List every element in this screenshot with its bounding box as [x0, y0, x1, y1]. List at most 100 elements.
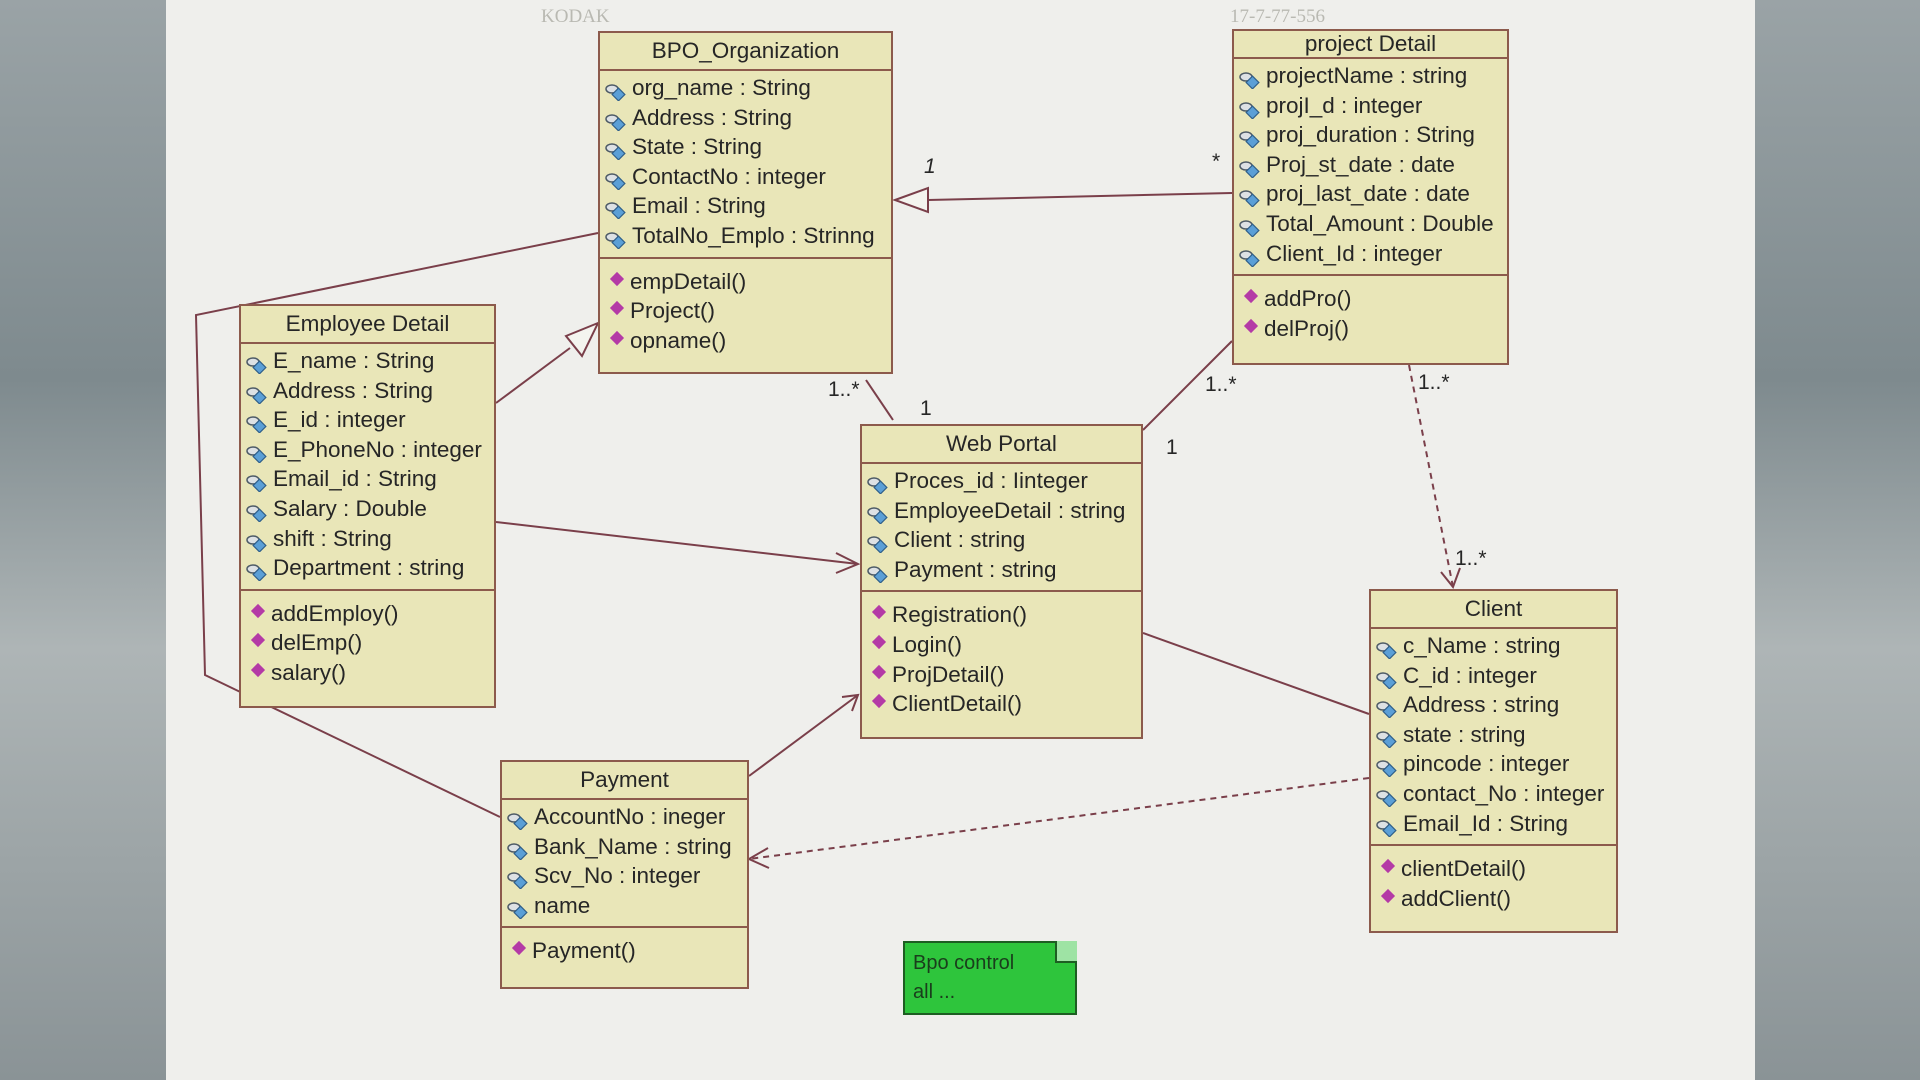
attribute-text: Proj_st_date : date [1266, 151, 1455, 177]
attribute-icon [246, 382, 268, 405]
operation-row: opname() [600, 326, 891, 356]
operation-list: clientDetail() addClient() [1371, 846, 1616, 917]
attribute-row: org_name : String [600, 73, 891, 103]
attribute-row: State : String [600, 132, 891, 162]
note-line-2: all ... [913, 981, 956, 1003]
operation-list: addPro() delProj() [1234, 276, 1507, 347]
attribute-row: shift : String [241, 524, 494, 554]
multiplicity-project-web-project-end: 1..* [1205, 373, 1237, 396]
operation-list: Registration() Login() ProjDetail() Clie… [862, 592, 1141, 722]
attribute-row: Payment : string [862, 555, 1141, 585]
attribute-icon [507, 897, 529, 920]
note-line-1: Bpo control [913, 952, 1015, 974]
operation-icon [1243, 289, 1259, 304]
attribute-icon [605, 168, 627, 191]
operation-row: delProj() [1234, 314, 1507, 344]
attribute-icon [1239, 185, 1261, 209]
attribute-icon [605, 79, 627, 102]
attribute-icon [867, 502, 889, 525]
line-employee-webportal [495, 521, 859, 565]
attribute-icon [246, 352, 268, 375]
attribute-text: State : String [632, 134, 763, 160]
right-blurred-background [1755, 0, 1920, 1080]
attribute-icon [1239, 215, 1261, 238]
attribute-icon [246, 530, 268, 553]
attribute-row: projectName : string [1234, 61, 1507, 91]
attribute-row: Bank_Name : string [502, 832, 747, 862]
attribute-text: Client_Id : integer [1266, 240, 1443, 266]
operation-row: Login() [862, 630, 1141, 660]
attribute-text: org_name : String [632, 75, 811, 100]
class-client[interactable]: Client c_Name : string C_id : integer Ad… [1369, 589, 1618, 933]
operation-icon [511, 941, 527, 956]
attribute-icon [246, 559, 268, 582]
attribute-icon [1376, 637, 1398, 660]
left-blurred-background [0, 0, 166, 1080]
attribute-icon [605, 138, 627, 161]
attribute-text: TotalNo_Emplo : Strinng [632, 222, 875, 248]
attribute-list: Proces_id : Iinteger EmployeeDetail : st… [862, 464, 1141, 593]
attribute-row: proj_duration : String [1234, 120, 1507, 150]
operation-text: Registration() [892, 602, 1028, 628]
attribute-icon [1376, 755, 1398, 779]
attribute-text: Proces_id : Iinteger [894, 468, 1088, 493]
class-employee-detail[interactable]: Employee Detail E_name : String Address … [239, 304, 496, 708]
attribute-text: E_PhoneNo : integer [273, 436, 482, 462]
attribute-row: state : string [1371, 720, 1616, 750]
attribute-row: Proces_id : Iinteger [862, 466, 1141, 496]
arrowhead-employee-webportal [835, 552, 861, 574]
attribute-icon [507, 808, 529, 831]
attribute-icon [1376, 726, 1398, 749]
attribute-list: AccountNo : ineger Bank_Name : string Sc… [502, 800, 747, 929]
line-bpo-webportal [865, 379, 894, 421]
line-client-payment [748, 777, 1370, 860]
attribute-row: Scv_No : integer [502, 861, 747, 891]
operation-text: addClient() [1401, 885, 1512, 911]
operation-icon [871, 634, 887, 650]
attribute-text: Client : string [894, 527, 1026, 553]
class-bpo-organization[interactable]: BPO_Organization org_name : String Addre… [598, 31, 893, 374]
class-web-portal[interactable]: Web Portal Proces_id : Iinteger Employee… [860, 424, 1143, 739]
attribute-icon [867, 472, 889, 495]
attribute-icon [1376, 815, 1398, 838]
operation-icon [609, 271, 625, 286]
attribute-row: Email_id : String [241, 464, 494, 494]
attribute-text: EmployeeDetail : string [894, 497, 1126, 523]
operation-text: delProj() [1264, 315, 1350, 341]
operation-text: empDetail() [630, 268, 747, 294]
arrowhead-client-payment [746, 847, 770, 869]
operation-row: addClient() [1371, 884, 1616, 914]
attribute-text: Total_Amount : Double [1266, 210, 1494, 236]
line-payment-bpo [194, 232, 599, 818]
attribute-text: Address : String [273, 377, 434, 403]
note-box[interactable]: Bpo control all ... [903, 941, 1077, 1015]
attribute-row: E_name : String [241, 346, 494, 376]
attribute-row: Client_Id : integer [1234, 239, 1507, 269]
operation-row: Registration() [862, 600, 1141, 630]
attribute-row: Client : string [862, 525, 1141, 555]
attribute-text: C_id : integer [1403, 662, 1537, 688]
operation-icon [1380, 888, 1396, 903]
operation-icon [250, 603, 266, 618]
attribute-text: Email : String [632, 193, 766, 219]
attribute-text: proj_last_date : date [1266, 181, 1470, 207]
operation-text: ClientDetail() [892, 691, 1023, 717]
class-project-detail[interactable]: project Detail projectName : string proj… [1232, 29, 1509, 365]
attribute-icon [1376, 785, 1398, 808]
operation-row: empDetail() [600, 267, 891, 297]
attribute-text: pincode : integer [1403, 751, 1570, 777]
attribute-text: name [534, 892, 591, 918]
class-payment[interactable]: Payment AccountNo : ineger Bank_Name : s… [500, 760, 749, 989]
operation-row: Project() [600, 296, 891, 326]
note-corner-fold [1055, 941, 1077, 963]
attribute-row: contact_No : integer [1371, 779, 1616, 809]
arrowhead-project-client [1440, 567, 1461, 590]
operation-icon [871, 694, 887, 709]
attribute-row: E_id : integer [241, 405, 494, 435]
generalization-arrowhead-bpo [892, 186, 929, 214]
attribute-row: Department : string [241, 553, 494, 583]
attribute-list: org_name : String Address : String State… [600, 71, 891, 259]
multiplicity-bpo-web-bpo-end: 1..* [828, 378, 860, 401]
attribute-text: AccountNo : ineger [534, 804, 726, 829]
operation-text: addEmploy() [271, 600, 399, 626]
